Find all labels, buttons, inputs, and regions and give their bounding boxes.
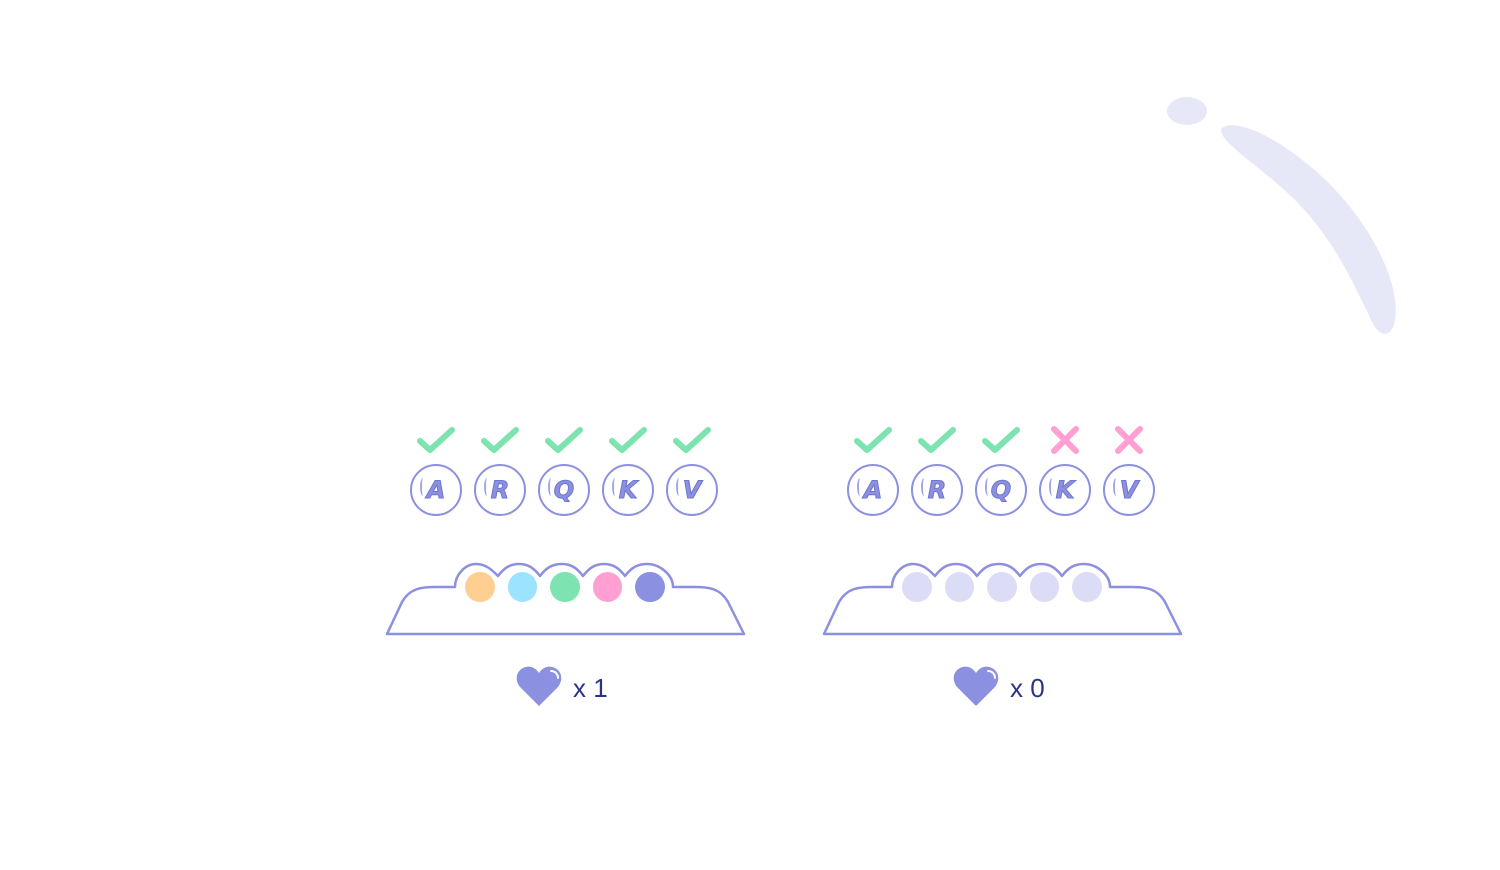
round-panel-2: A R Q K V bbox=[817, 420, 1187, 720]
letter-bubble[interactable]: A bbox=[847, 464, 899, 516]
empty-dot bbox=[987, 572, 1017, 602]
cross-icon bbox=[1039, 422, 1091, 458]
empty-dot bbox=[1029, 572, 1060, 602]
color-dot bbox=[507, 572, 538, 602]
check-icon bbox=[474, 422, 526, 458]
color-dot bbox=[592, 572, 623, 602]
letter-bubble[interactable]: R bbox=[474, 464, 526, 516]
bubble-shine bbox=[921, 478, 927, 496]
check-icon bbox=[602, 422, 654, 458]
check-icon bbox=[847, 422, 899, 458]
letter-bubble[interactable]: R bbox=[911, 464, 963, 516]
color-dot bbox=[465, 572, 495, 602]
color-dots-row bbox=[902, 572, 1102, 602]
empty-dot bbox=[944, 572, 975, 602]
letter-bubble[interactable]: V bbox=[1103, 464, 1155, 516]
heart-icon bbox=[515, 664, 563, 713]
bubble-shine bbox=[676, 478, 682, 496]
letter-label: A bbox=[863, 476, 883, 505]
lives-count-label: x 1 bbox=[573, 673, 608, 703]
color-dots-row bbox=[465, 572, 665, 602]
color-dot bbox=[550, 572, 580, 602]
check-icon bbox=[666, 422, 718, 458]
bubble-shine bbox=[857, 478, 863, 496]
letter-label: R bbox=[927, 476, 947, 505]
bubble-shine bbox=[985, 478, 991, 496]
letter-bubble[interactable]: K bbox=[602, 464, 654, 516]
color-dot bbox=[635, 572, 665, 602]
lives-count-label: x 0 bbox=[1010, 673, 1045, 703]
letter-label: V bbox=[1119, 476, 1139, 505]
lives-counter: x 0 bbox=[952, 664, 1045, 713]
bubble-shine bbox=[1113, 478, 1119, 496]
empty-dot bbox=[902, 572, 932, 602]
bubble-shine bbox=[1049, 478, 1055, 496]
check-icon bbox=[410, 422, 462, 458]
letter-label: A bbox=[426, 476, 446, 505]
cross-icon bbox=[1103, 422, 1155, 458]
decorative-stroke bbox=[1221, 125, 1396, 334]
letter-bubble[interactable]: V bbox=[666, 464, 718, 516]
decorative-dot bbox=[1167, 97, 1207, 125]
letter-bubble[interactable]: Q bbox=[975, 464, 1027, 516]
round-panel-1: A R Q K V bbox=[380, 420, 750, 720]
bubble-shine bbox=[420, 478, 426, 496]
check-icon bbox=[975, 422, 1027, 458]
result-marks-row bbox=[847, 422, 1157, 458]
letter-label: K bbox=[1055, 476, 1075, 505]
letter-bubbles-row: A R Q K V bbox=[847, 464, 1157, 516]
empty-dot bbox=[1072, 572, 1102, 602]
letter-bubbles-row: A R Q K V bbox=[410, 464, 720, 516]
letter-label: K bbox=[618, 476, 638, 505]
letter-bubble[interactable]: Q bbox=[538, 464, 590, 516]
letter-bubble[interactable]: K bbox=[1039, 464, 1091, 516]
letter-label: V bbox=[682, 476, 702, 505]
bubble-shine bbox=[612, 478, 618, 496]
check-icon bbox=[911, 422, 963, 458]
bubble-shine bbox=[484, 478, 490, 496]
letter-label: Q bbox=[990, 476, 1012, 505]
letter-label: Q bbox=[553, 476, 575, 505]
letter-bubble[interactable]: A bbox=[410, 464, 462, 516]
result-marks-row bbox=[410, 422, 720, 458]
letter-label: R bbox=[490, 476, 510, 505]
lives-counter: x 1 bbox=[515, 664, 608, 713]
bubble-shine bbox=[548, 478, 554, 496]
heart-icon bbox=[952, 664, 1000, 713]
check-icon bbox=[538, 422, 590, 458]
